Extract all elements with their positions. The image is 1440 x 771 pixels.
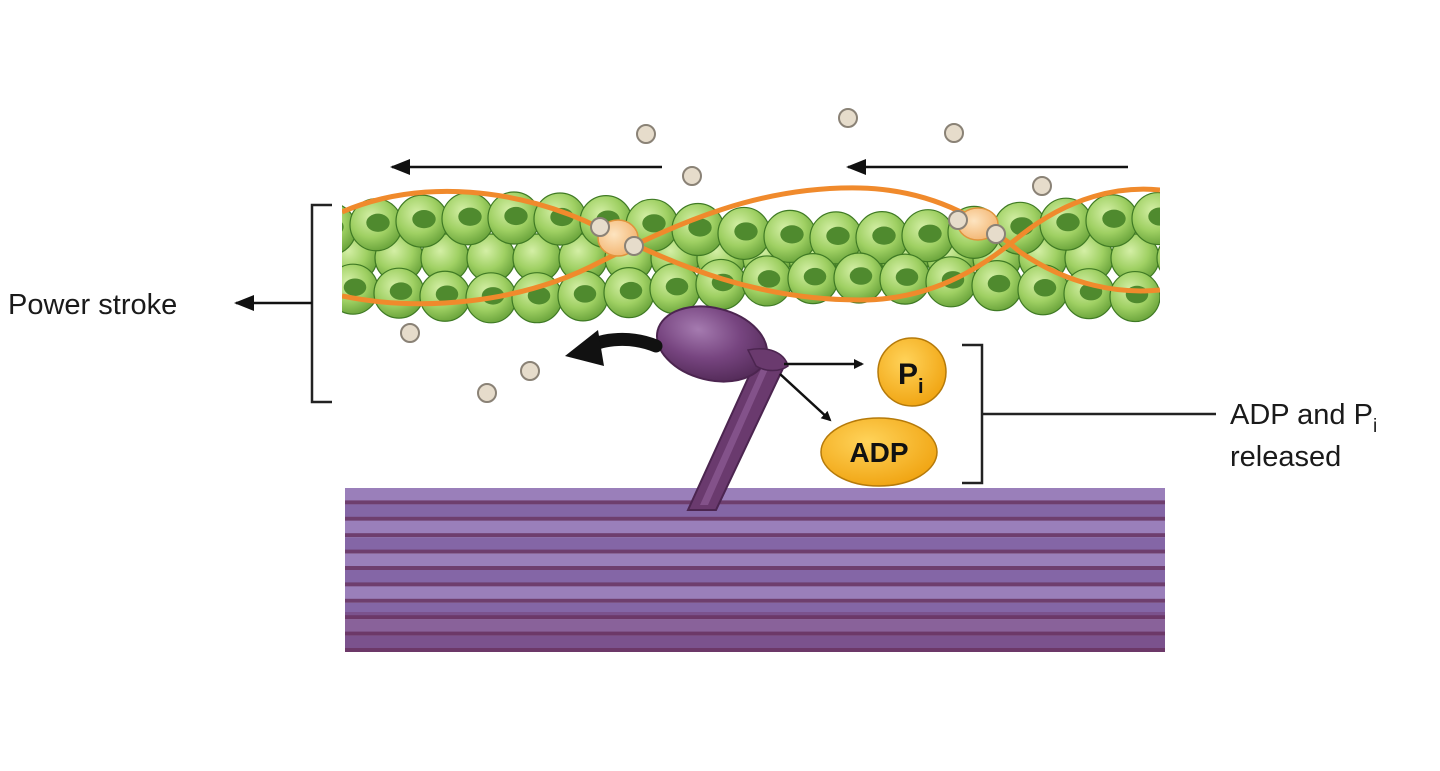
actin-binding-site [1033, 279, 1057, 297]
thick-filament-line [345, 615, 1165, 620]
phosphate-label: Pi [898, 358, 924, 398]
power-stroke-arrowhead [565, 330, 604, 366]
actin-binding-site [412, 210, 436, 229]
thick-filament-stripe [345, 537, 1165, 554]
calcium-ion [636, 124, 656, 144]
actin-binding-site [757, 270, 781, 288]
thick-filament-stripe [345, 488, 1165, 505]
power-stroke-label: Power stroke [8, 289, 177, 321]
release-label-line1: ADP and Pi [1230, 399, 1377, 437]
release-label-line2: released [1230, 441, 1341, 473]
thick-filament-line [345, 500, 1165, 505]
release-bracket [962, 343, 984, 485]
actin-binding-site [803, 267, 827, 286]
adp-release-arrow [779, 373, 832, 422]
actin-binding-site [895, 268, 919, 286]
actin-binding-site [665, 277, 689, 296]
thick-filament-line [345, 582, 1165, 587]
thick-filament-stripe [345, 553, 1165, 570]
thick-filament-line [345, 549, 1165, 554]
thick-filament-shade [345, 612, 1165, 652]
calcium-ion [520, 361, 540, 381]
adp-bubble [820, 417, 938, 487]
adp-label: ADP [849, 437, 908, 468]
myosin-neck-highlight [700, 358, 772, 505]
calcium-ion [986, 224, 1006, 244]
actin-binding-site [366, 213, 390, 232]
actin-binding-site [343, 278, 367, 296]
thick-filament-stripe [345, 586, 1165, 603]
calcium-ion [944, 123, 964, 143]
actin-binding-site [1148, 207, 1160, 226]
thick-filament-line [345, 648, 1165, 652]
thick-filament-stripe [345, 570, 1165, 587]
actin-binding-site [342, 222, 344, 232]
thick-filament-stripe [345, 504, 1165, 521]
actin-monomer [1131, 191, 1160, 246]
thick-filament-stripe [345, 520, 1165, 538]
calcium-ion [682, 166, 702, 186]
calcium-ion [838, 108, 858, 128]
calcium-ion [400, 323, 420, 343]
thick-filament-stripe [345, 635, 1165, 652]
thick-filament-line [345, 598, 1165, 603]
thick-filament-line [345, 533, 1165, 538]
actin-binding-site [872, 226, 896, 245]
thick-filament-line [345, 631, 1165, 636]
calcium-ion [948, 210, 968, 230]
actin-binding-site [780, 225, 804, 244]
power-stroke-bracket [310, 203, 332, 404]
calcium-ion [1032, 176, 1052, 196]
thick-filament-stripe [345, 619, 1165, 636]
actin-binding-site [527, 286, 551, 305]
thick-filament-line [345, 516, 1165, 521]
actin-monomer [1156, 245, 1160, 271]
thick-filament-line [345, 566, 1165, 570]
actin-binding-site [458, 207, 482, 226]
actin-binding-site [1056, 213, 1080, 232]
actin-binding-site [619, 281, 643, 300]
actin-binding-site [435, 285, 459, 303]
actin-binding-site [1102, 209, 1126, 228]
actin-binding-site [826, 226, 850, 245]
calcium-ions [400, 108, 1052, 403]
actin-binding-site [734, 222, 758, 241]
actin-binding-site [504, 206, 528, 226]
actin-binding-site [389, 282, 413, 300]
thick-filament-stripe [345, 602, 1165, 620]
thick-filament [345, 488, 1165, 652]
actin-binding-site [918, 224, 942, 243]
actin-binding-site [688, 218, 712, 237]
actin-binding-site [987, 274, 1011, 293]
actin-binding-site [573, 285, 597, 303]
calcium-ion [590, 217, 610, 237]
myosin-head-lever [746, 348, 789, 372]
calcium-ion [624, 236, 644, 256]
actin-binding-site [642, 214, 666, 233]
calcium-ion [477, 383, 497, 403]
actin-binding-site [849, 267, 873, 285]
phosphate-bubble [877, 337, 947, 407]
tropomyosin [342, 185, 1160, 307]
